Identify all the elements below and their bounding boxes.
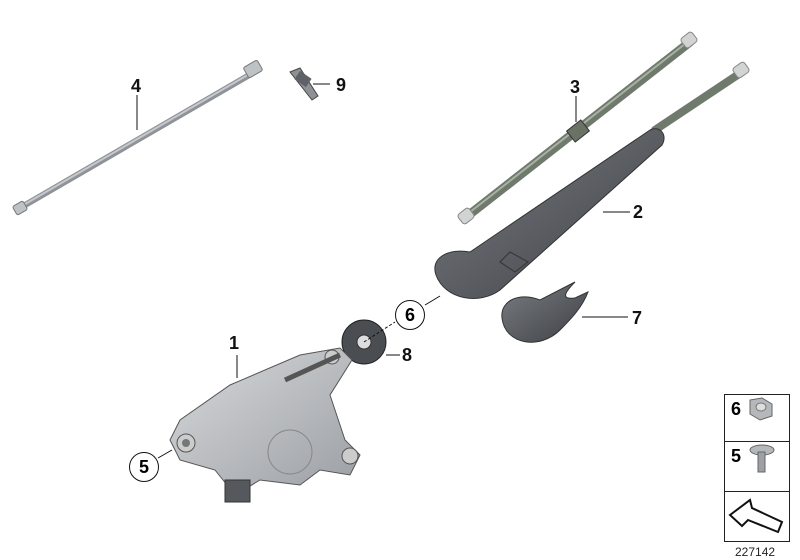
callout-1[interactable]: 1: [229, 333, 240, 353]
callout-5[interactable]: 5: [129, 452, 159, 482]
wiper-motor-part: [157, 347, 361, 503]
legend-item-arrow: [725, 492, 789, 541]
callout-9[interactable]: 9: [336, 75, 347, 95]
callout-2[interactable]: 2: [633, 202, 644, 222]
wiper-blade-part: [457, 31, 698, 225]
diagram-number: 227142: [735, 545, 776, 559]
spray-nozzle-part: [289, 67, 330, 101]
callout-4[interactable]: 4: [131, 76, 142, 96]
legend-artwork: [728, 397, 784, 534]
wiper-arm-part: [424, 61, 750, 306]
callout-6[interactable]: 6: [395, 300, 425, 330]
legend-label: 6: [731, 399, 742, 419]
parts-legend: 6 5: [724, 394, 790, 542]
callout-3[interactable]: 3: [570, 77, 581, 97]
grommet-part: [341, 319, 400, 365]
legend-label: 5: [731, 446, 742, 466]
drive-rod-part: [12, 60, 263, 216]
cover-cap-part: [501, 281, 628, 343]
legend-item-hex-nut: 6: [725, 395, 789, 442]
callout-8[interactable]: 8: [402, 345, 413, 365]
legend-item-screw: 5: [725, 442, 789, 492]
callout-7[interactable]: 7: [632, 308, 643, 328]
